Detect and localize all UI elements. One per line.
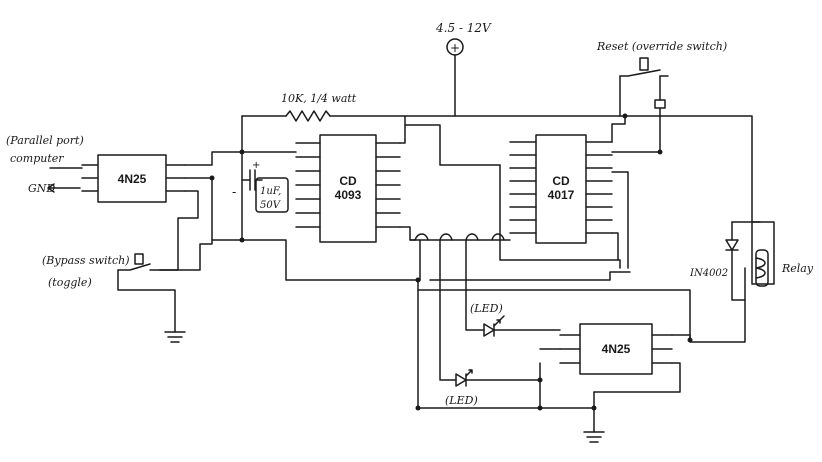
capacitor: + - 1uF, 50V: [232, 160, 289, 213]
gnd-label: GND: [28, 182, 55, 195]
optocoupler-chip-1: 4N25: [81, 154, 186, 203]
optocoupler-1-label: 4N25: [118, 172, 147, 186]
resistor-label: 10K, 1/4 watt: [281, 92, 357, 105]
led-bottom: (LED): [445, 369, 541, 407]
supply-plus-symbol: +: [450, 41, 460, 55]
nand-chip-label-1: CD: [339, 174, 357, 188]
capacitor-minus: -: [232, 185, 236, 199]
optocoupler-chip-2: 4N25: [559, 323, 673, 375]
reset-switch: Reset (override switch): [596, 40, 727, 117]
capacitor-plus: +: [252, 160, 260, 171]
flyback-diode: IN4002: [689, 221, 761, 301]
parallel-port-label: (Parallel port): [6, 134, 84, 147]
parallel-port-input: (Parallel port) computer GND: [6, 134, 84, 195]
positive-rail: 10K, 1/4 watt: [241, 92, 626, 241]
bypass-switch: (Bypass switch) (toggle): [42, 239, 213, 343]
diode-label: IN4002: [689, 268, 728, 279]
bypass-switch-toggle-label: (toggle): [48, 276, 92, 289]
counter-chip-label-2: 4017: [548, 188, 575, 202]
power-supply: + 4.5 - 12V: [435, 21, 492, 117]
nand-gate-chip: CD 4093: [295, 134, 401, 243]
nand-chip-label-2: 4093: [335, 188, 362, 202]
relay-label: Relay: [781, 262, 814, 275]
ground-bottom: [583, 391, 605, 443]
led-bottom-label: (LED): [445, 394, 478, 407]
capacitor-voltage-label: 50V: [260, 200, 282, 211]
counter-chip: CD 4017: [509, 134, 613, 244]
bypass-switch-label: (Bypass switch): [42, 254, 130, 267]
reset-switch-label: Reset (override switch): [596, 40, 727, 53]
computer-label: computer: [10, 152, 64, 165]
led-top: (LED): [470, 302, 561, 337]
relay: Relay: [751, 221, 814, 287]
supply-voltage-label: 4.5 - 12V: [435, 21, 492, 35]
counter-chip-label-1: CD: [552, 174, 570, 188]
capacitor-value-label: 1uF,: [260, 186, 281, 197]
optocoupler-2-label: 4N25: [602, 342, 631, 356]
led-top-label: (LED): [470, 302, 503, 315]
signal-bus: [409, 233, 691, 411]
